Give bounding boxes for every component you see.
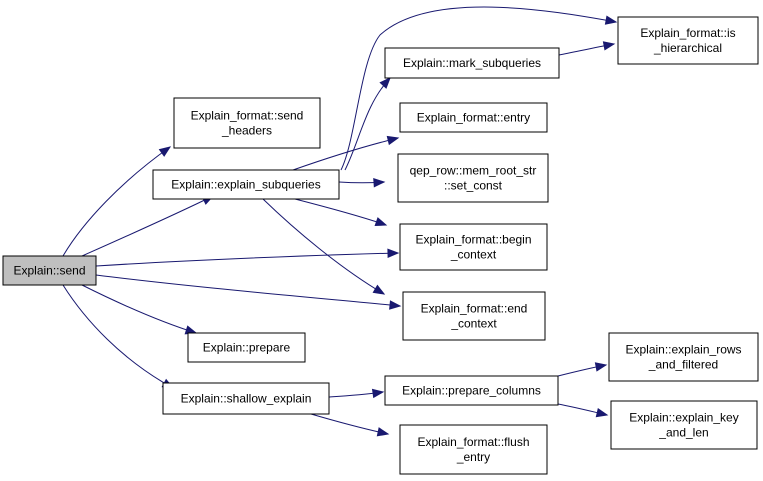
node-label-line: Explain::mark_subqueries	[403, 56, 541, 70]
node-label-line: Explain::prepare	[203, 341, 291, 355]
edge-line	[81, 284, 197, 334]
arrow-head	[371, 388, 385, 399]
node-label-line: Explain_format::send	[191, 109, 304, 123]
node-send-headers[interactable]: Explain_format::send_headers	[173, 97, 321, 149]
edge-line	[81, 195, 214, 257]
node-box	[187, 332, 306, 363]
edge-explain_subqueries-to-begin_context	[294, 198, 388, 227]
node-box	[384, 375, 559, 406]
node-label-line: Explain_format::is	[640, 26, 735, 40]
edge-line	[340, 6, 617, 171]
node-shallow-explain[interactable]: Explain::shallow_explain	[162, 382, 330, 415]
node-label-line: _context	[450, 248, 497, 262]
node-box	[173, 97, 321, 149]
node-label-line: Explain_format::entry	[417, 111, 530, 125]
node-explain-subqueries[interactable]: Explain::explain_subqueries	[152, 169, 340, 200]
node-box	[152, 169, 340, 200]
arrow-head	[595, 407, 609, 418]
node-box	[402, 291, 546, 341]
node-label-line: _and_filtered	[648, 358, 718, 372]
arrow-head	[379, 77, 391, 89]
edge-line	[62, 284, 174, 389]
edge-prepare_columns-to-rows_filtered	[557, 362, 608, 377]
edge-send-to-prepare	[81, 284, 198, 335]
node-box	[610, 400, 758, 450]
node-label-line: Explain::explain_key	[629, 411, 738, 425]
edge-line	[95, 252, 399, 267]
node-label-line: _and_len	[658, 426, 708, 440]
node-box	[384, 47, 560, 79]
edge-mark_subqueries-to-is_hierarchical	[558, 41, 616, 56]
node-set-const[interactable]: qep_row::mem_root_str::set_const	[397, 153, 549, 203]
edge-send-to-begin_context	[95, 248, 400, 267]
edge-line	[62, 146, 171, 257]
node-box	[162, 382, 330, 415]
arrow-head	[374, 217, 388, 227]
node-label-line: _hierarchical	[653, 41, 722, 55]
node-label-line: Explain::send	[13, 264, 85, 278]
edge-prepare_columns-to-key_len	[557, 403, 609, 418]
arrow-head	[602, 41, 616, 51]
arrow-head	[604, 15, 618, 25]
node-prepare[interactable]: Explain::prepare	[187, 332, 306, 363]
node-box	[397, 153, 549, 203]
node-box	[399, 223, 548, 271]
arrow-head	[372, 284, 386, 295]
node-entry[interactable]: Explain_format::entry	[399, 102, 548, 133]
edge-shallow_explain-to-flush_entry	[310, 413, 390, 437]
node-label-line: _entry	[456, 450, 490, 464]
arrow-head	[373, 178, 386, 188]
edge-explain_subqueries-to-set_const	[338, 178, 386, 188]
nodes-layer: Explain::send Explain_format::send_header…	[2, 16, 759, 475]
node-box	[399, 424, 548, 475]
node-label-line: _context	[450, 317, 497, 331]
node-label-line: ::set_const	[444, 179, 503, 193]
node-key-len[interactable]: Explain::explain_key_and_len	[610, 400, 758, 450]
node-label-line: Explain::prepare_columns	[402, 384, 541, 398]
arrow-head	[376, 427, 390, 437]
node-label-line: Explain::explain_rows	[625, 343, 741, 357]
edge-shallow_explain-to-prepare_columns	[328, 388, 385, 399]
node-box	[608, 332, 759, 382]
node-box	[2, 255, 97, 286]
edge-line	[95, 274, 401, 307]
arrow-head	[389, 300, 402, 310]
node-rows-filtered[interactable]: Explain::explain_rows_and_filtered	[608, 332, 759, 382]
node-begin-context[interactable]: Explain_format::begin_context	[399, 223, 548, 271]
node-label-line: Explain::explain_subqueries	[171, 178, 320, 192]
node-label-line: qep_row::mem_root_str	[410, 164, 537, 178]
edge-send-to-explain_subqueries	[81, 195, 215, 257]
edge-line	[262, 198, 385, 295]
edge-explain_subqueries-to-is_hierarchical	[340, 6, 618, 171]
edge-explain_subqueries-to-mark_subqueries	[344, 77, 391, 171]
arrow-head	[386, 135, 400, 146]
arrow-head	[594, 362, 608, 372]
node-label-line: Explain_format::begin	[415, 233, 531, 247]
edges-layer	[62, 6, 618, 437]
node-label-line: Explain_format::end	[421, 302, 528, 316]
edge-send-to-end_context	[95, 274, 402, 310]
edge-line	[344, 77, 391, 171]
edge-send-to-send_headers	[62, 146, 172, 257]
node-label-line: _headers	[221, 124, 272, 138]
node-send[interactable]: Explain::send	[2, 255, 97, 286]
node-is-hierarchical[interactable]: Explain_format::is_hierarchical	[617, 16, 759, 65]
edge-line	[292, 137, 399, 171]
edge-explain_subqueries-to-end_context	[262, 198, 386, 295]
edge-line	[310, 413, 389, 435]
edge-send-to-shallow_explain	[62, 284, 175, 389]
edge-line	[294, 198, 387, 226]
edge-explain_subqueries-to-entry	[292, 135, 400, 171]
node-box	[617, 16, 759, 65]
node-flush-entry[interactable]: Explain_format::flush_entry	[399, 424, 548, 475]
arrow-head	[387, 248, 400, 258]
node-end-context[interactable]: Explain_format::end_context	[402, 291, 546, 341]
node-label-line: Explain_format::flush	[417, 435, 529, 449]
node-label-line: Explain::shallow_explain	[181, 392, 312, 406]
arrow-head	[158, 146, 172, 157]
node-prepare-columns[interactable]: Explain::prepare_columns	[384, 375, 559, 406]
node-box	[399, 102, 548, 133]
node-mark-subqueries[interactable]: Explain::mark_subqueries	[384, 47, 560, 79]
